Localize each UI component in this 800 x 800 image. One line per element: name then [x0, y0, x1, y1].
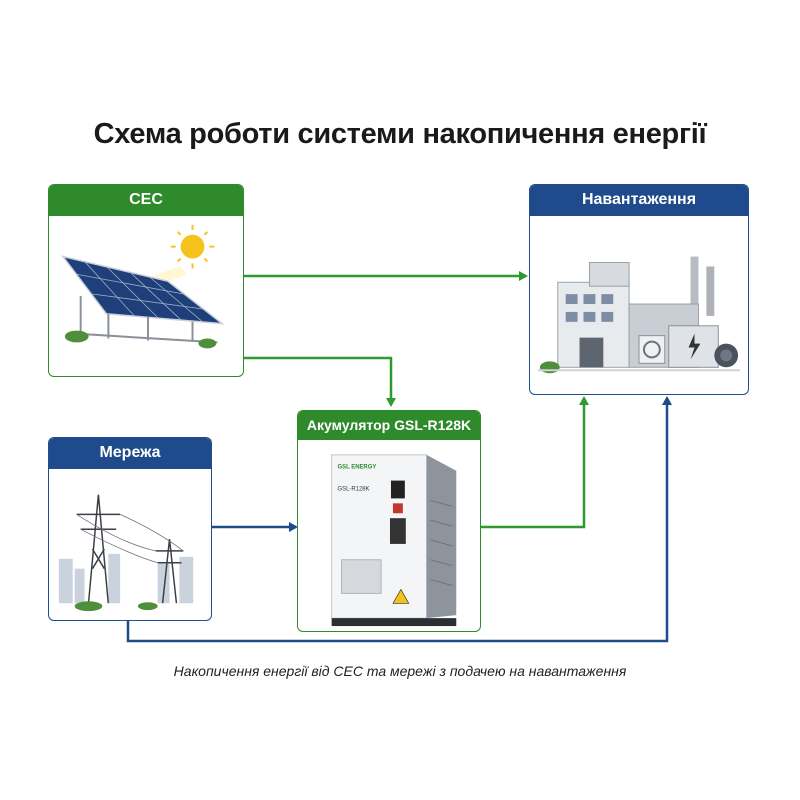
- battery-cabinet-illustration: GSL ENERGY GSL-R128K: [298, 441, 480, 631]
- diagram-title: Схема роботи системи накопичення енергії: [93, 118, 707, 150]
- battery-to-load-arrow: [481, 396, 589, 529]
- solar-node-label: СЕС: [49, 185, 243, 216]
- grid-node-label: Мережа: [49, 438, 211, 469]
- cabinet-model-text: GSL-R128K: [338, 486, 370, 492]
- solar-node: СЕС: [48, 184, 244, 377]
- battery-node-label: Акумулятор GSL-R128K: [298, 411, 480, 440]
- solar-array: [61, 255, 225, 349]
- factory-illustration: [530, 217, 748, 394]
- solar-panel-illustration: [49, 217, 243, 376]
- cabinet-brand-text: GSL ENERGY: [338, 465, 377, 471]
- equipment: [638, 325, 739, 368]
- sun-icon: [170, 224, 215, 269]
- solar-to-battery-arrow: [244, 356, 396, 407]
- grid-to-load-arrow: [126, 396, 672, 643]
- battery-node: Акумулятор GSL-R128K GSL ENERGY GSL-R128…: [297, 410, 481, 632]
- grid-node: Мережа: [48, 437, 212, 621]
- load-node: Навантаження: [529, 184, 749, 395]
- load-node-label: Навантаження: [530, 185, 748, 216]
- power-lines-illustration: [49, 470, 211, 620]
- diagram-caption: Накопичення енергії від СЕС та мережі з …: [173, 663, 627, 679]
- transmission-tower: [76, 494, 184, 604]
